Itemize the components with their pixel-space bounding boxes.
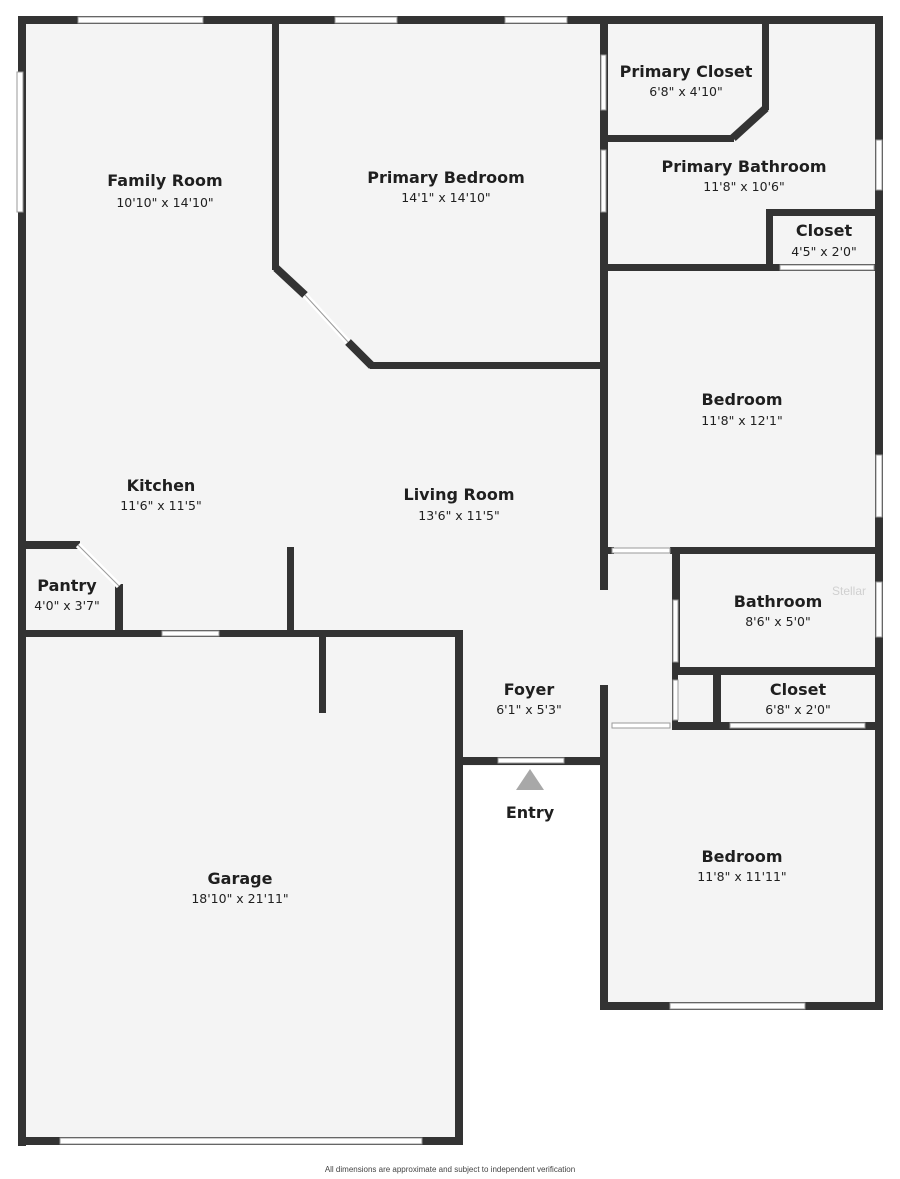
room-garage: Garage 18'10" x 21'11" [191, 869, 288, 906]
room-name: Kitchen [127, 476, 196, 495]
room-name: Bathroom [734, 592, 823, 611]
room-dimensions: 6'8" x 2'0" [765, 702, 831, 717]
room-name: Primary Bathroom [661, 157, 826, 176]
room-dimensions: 8'6" x 5'0" [745, 614, 811, 629]
entry-label: Entry [506, 803, 555, 822]
disclaimer-text: All dimensions are approximate and subje… [325, 1165, 575, 1174]
diagonal-walls [75, 105, 769, 589]
room-dimensions: 11'8" x 11'11" [697, 869, 786, 884]
room-dimensions: 14'1" x 14'10" [401, 190, 490, 205]
room-primary-bedroom: Primary Bedroom 14'1" x 14'10" [367, 168, 525, 205]
room-name: Closet [770, 680, 827, 699]
room-name: Bedroom [701, 390, 782, 409]
room-bedroom-2: Bedroom 11'8" x 11'11" [697, 847, 786, 884]
floor-fills [18, 18, 882, 1145]
room-name: Foyer [504, 680, 555, 699]
room-primary-closet: Primary Closet 6'8" x 4'10" [620, 62, 753, 99]
room-foyer: Foyer 6'1" x 5'3" [496, 680, 562, 717]
room-kitchen: Kitchen 11'6" x 11'5" [120, 476, 201, 513]
room-dimensions: 4'5" x 2'0" [791, 244, 857, 259]
room-dimensions: 6'8" x 4'10" [649, 84, 722, 99]
room-bathroom: Bathroom 8'6" x 5'0" [734, 592, 823, 629]
entry-arrow-icon [516, 769, 544, 790]
room-name: Family Room [107, 171, 222, 190]
room-living-room: Living Room 13'6" x 11'5" [404, 485, 515, 523]
room-dimensions: 18'10" x 21'11" [191, 891, 288, 906]
room-name: Bedroom [701, 847, 782, 866]
room-name: Living Room [404, 485, 515, 504]
room-bedroom-1: Bedroom 11'8" x 12'1" [701, 390, 782, 428]
room-dimensions: 4'0" x 3'7" [34, 598, 100, 613]
room-dimensions: 13'6" x 11'5" [418, 508, 499, 523]
windows [16, 16, 883, 1145]
watermark: Stellar [832, 584, 866, 598]
room-dimensions: 11'8" x 10'6" [703, 179, 784, 194]
room-closet-2: Closet 6'8" x 2'0" [765, 680, 831, 717]
room-name: Closet [796, 221, 853, 240]
room-dimensions: 10'10" x 14'10" [116, 195, 213, 210]
room-family-room: Family Room 10'10" x 14'10" [107, 171, 222, 210]
room-dimensions: 11'6" x 11'5" [120, 498, 201, 513]
room-closet-1: Closet 4'5" x 2'0" [791, 221, 857, 259]
room-primary-bathroom: Primary Bathroom 11'8" x 10'6" [661, 157, 826, 194]
room-name: Primary Bedroom [367, 168, 525, 187]
room-name: Primary Closet [620, 62, 753, 81]
room-pantry: Pantry 4'0" x 3'7" [34, 576, 100, 613]
room-dimensions: 11'8" x 12'1" [701, 413, 782, 428]
room-name: Garage [208, 869, 273, 888]
room-dimensions: 6'1" x 5'3" [496, 702, 562, 717]
room-name: Pantry [37, 576, 97, 595]
